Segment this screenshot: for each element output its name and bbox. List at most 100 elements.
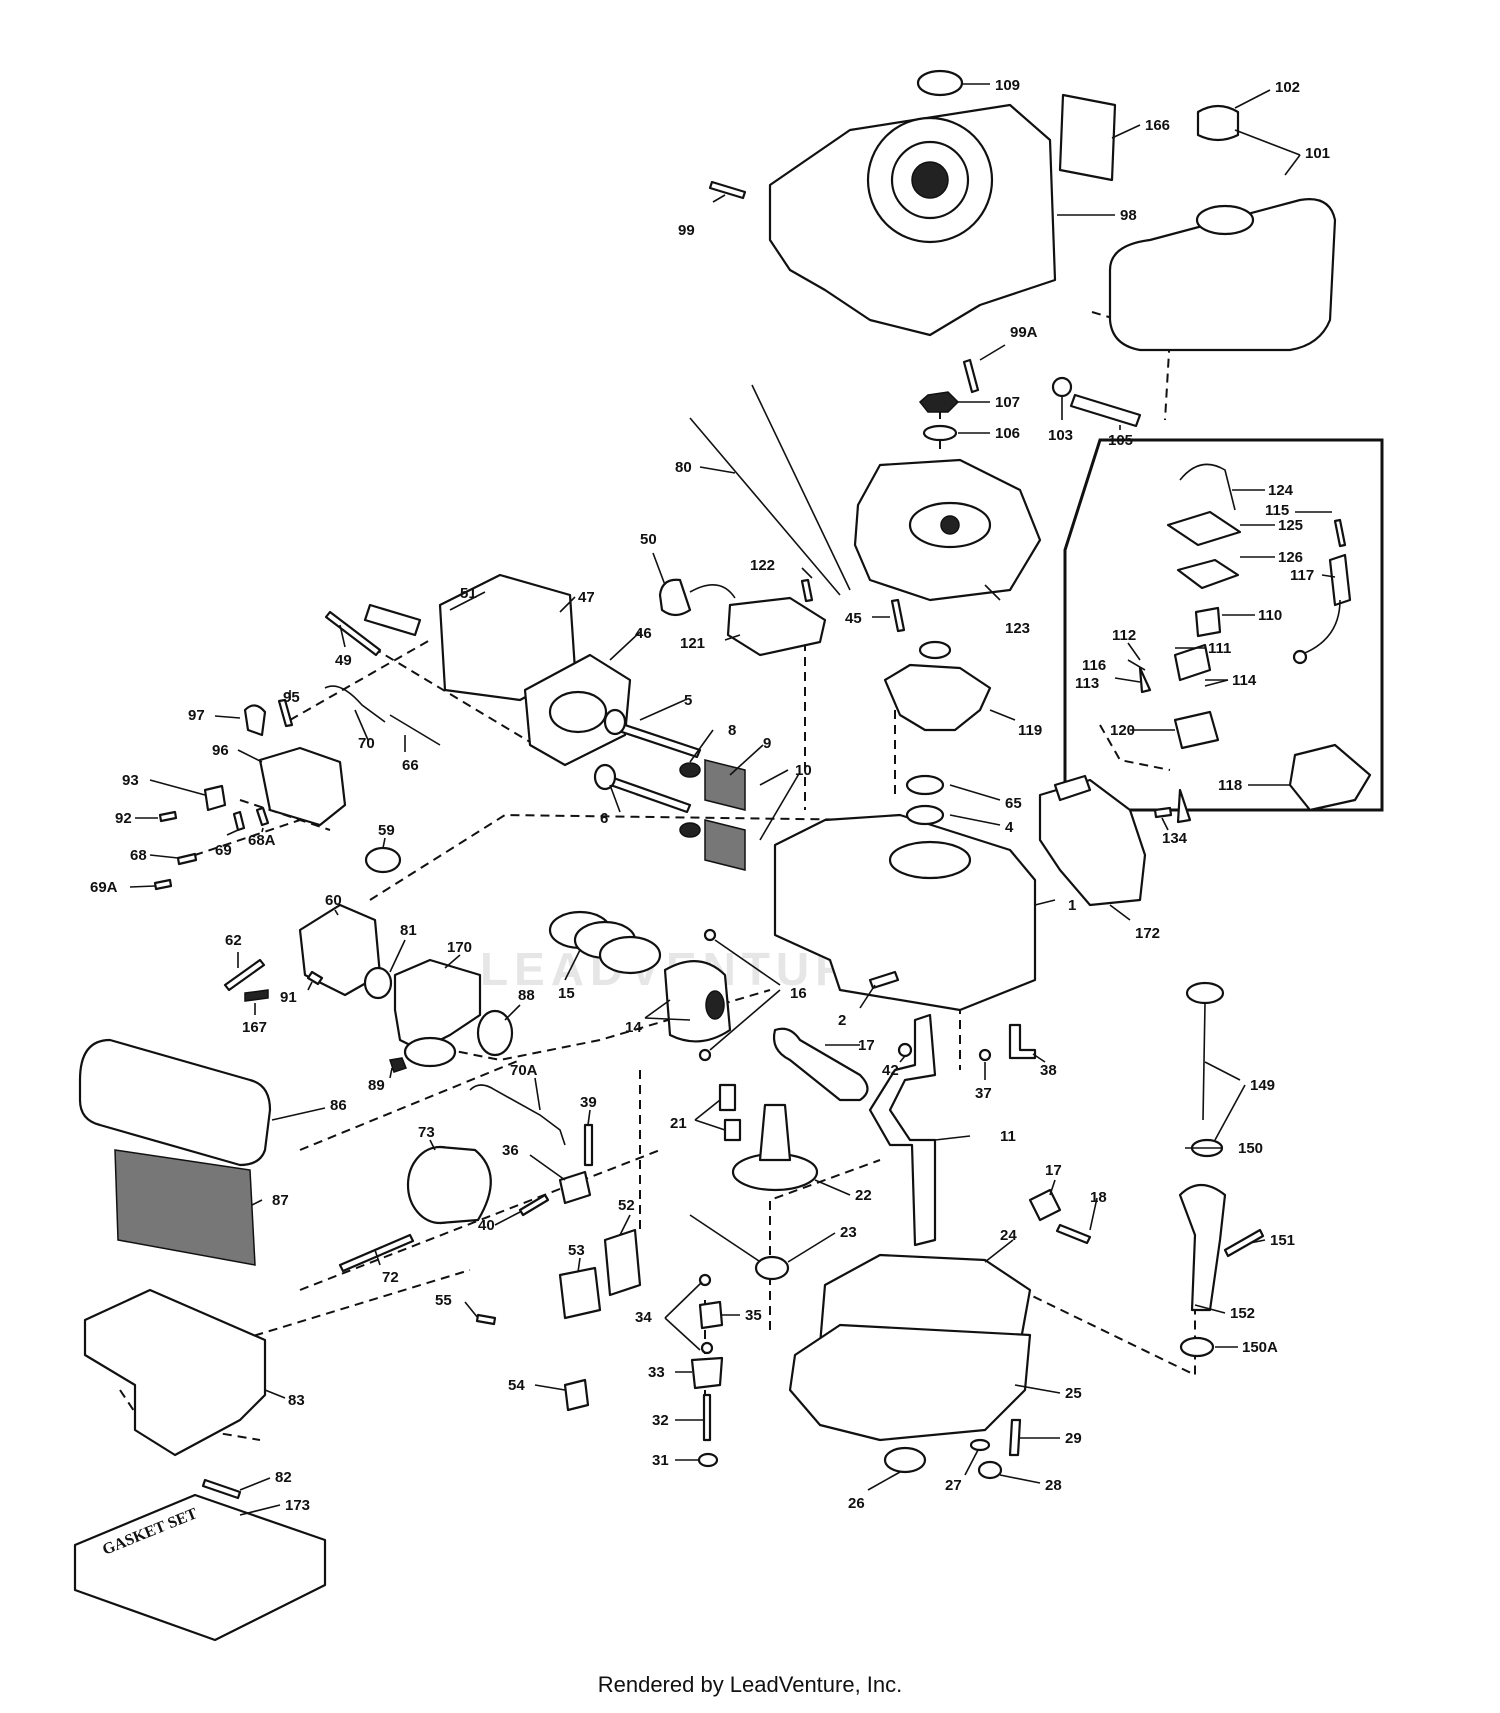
callout: 73 (418, 1124, 435, 1141)
callout: 113 (1075, 675, 1099, 692)
callout: 95 (283, 689, 300, 706)
callout: 96 (212, 742, 229, 759)
callout: 55 (435, 1292, 452, 1309)
callout: 62 (225, 932, 242, 949)
callout: 134 (1162, 830, 1188, 847)
callout: 14 (625, 1019, 642, 1036)
callout: 125 (1278, 517, 1303, 534)
callout: 21 (670, 1115, 687, 1132)
callout: 38 (1040, 1062, 1057, 1079)
callout: 86 (330, 1097, 347, 1114)
callout: 9 (763, 735, 771, 752)
callout: 47 (578, 589, 595, 606)
callout: 24 (1000, 1227, 1017, 1244)
callout: 4 (1005, 819, 1014, 836)
callout: 87 (272, 1192, 289, 1209)
callout: 49 (335, 652, 352, 669)
callout: 166 (1145, 117, 1170, 134)
callout: 126 (1278, 549, 1303, 566)
callout: 22 (855, 1187, 872, 1204)
callout: 151 (1270, 1232, 1295, 1249)
callout: 81 (400, 922, 417, 939)
callout: 51 (460, 585, 477, 602)
callout: 25 (1065, 1385, 1082, 1402)
callout: 91 (280, 989, 297, 1006)
callout: 11 (1000, 1128, 1016, 1145)
callout: 117 (1290, 567, 1314, 584)
callout: 42 (882, 1062, 899, 1079)
callout: 40 (478, 1217, 495, 1234)
callout: 123 (1005, 620, 1030, 637)
callout: 69A (90, 879, 118, 896)
callout: 15 (558, 985, 575, 1002)
callout: 105 (1108, 432, 1133, 449)
callout: 150 (1238, 1140, 1263, 1157)
callout: 39 (580, 1094, 597, 1111)
callout: 99A (1010, 324, 1038, 341)
callout: 45 (845, 610, 862, 627)
callout: 66 (402, 757, 419, 774)
callout: 118 (1218, 777, 1242, 794)
callout: 101 (1305, 145, 1330, 162)
parts: GASKET SET (73, 69, 1372, 1642)
callout: 70A (510, 1062, 538, 1079)
callout: 102 (1275, 79, 1300, 96)
callout: 116 (1082, 657, 1106, 674)
callout: 69 (215, 842, 232, 859)
callout: 83 (288, 1392, 305, 1409)
callout: 37 (975, 1085, 992, 1102)
callout: 111 (1208, 640, 1231, 657)
callout: 72 (382, 1269, 399, 1286)
callout: 98 (1120, 207, 1137, 224)
callout: 65 (1005, 795, 1022, 812)
callout: 82 (275, 1469, 292, 1486)
callout: 6 (600, 810, 608, 827)
callout: 31 (652, 1452, 669, 1469)
callout: 121 (680, 635, 705, 652)
callout: 150A (1242, 1339, 1278, 1356)
callout: 8 (728, 722, 736, 739)
callout: 88 (518, 987, 535, 1004)
callout: 97 (188, 707, 205, 724)
callout: 110 (1258, 607, 1282, 624)
callout: 1 (1068, 897, 1076, 914)
callout: 32 (652, 1412, 669, 1429)
callout: 33 (648, 1364, 665, 1381)
callout: 5 (684, 692, 692, 709)
callout: 80 (675, 459, 692, 476)
callout: 23 (840, 1224, 857, 1241)
ignition-detail-box (1063, 438, 1384, 812)
callout: 89 (368, 1077, 385, 1094)
callout: 99 (678, 222, 695, 239)
callout: 50 (640, 531, 657, 548)
callout: 173 (285, 1497, 310, 1514)
callout: 93 (122, 772, 139, 789)
callout: 124 (1268, 482, 1294, 499)
callout: 109 (995, 77, 1020, 94)
callout: 46 (635, 625, 652, 642)
callouts: 109 102 166 101 99 98 99A 107 106 103 10… (90, 77, 1330, 1514)
callout: 17 (858, 1037, 875, 1054)
callout: 52 (618, 1197, 635, 1214)
callout: 53 (568, 1242, 585, 1259)
callout: 68A (248, 832, 276, 849)
callout: 34 (635, 1309, 652, 1326)
callout: 107 (995, 394, 1020, 411)
assembly-lines (119, 311, 1196, 1441)
callout: 68 (130, 847, 147, 864)
callout: 103 (1048, 427, 1073, 444)
callout: 26 (848, 1495, 865, 1512)
callout: 122 (750, 557, 775, 574)
callout: 54 (508, 1377, 525, 1394)
callout: 114 (1232, 672, 1257, 689)
callout: 18 (1090, 1189, 1107, 1206)
callout: 36 (502, 1142, 519, 1159)
callout: 170 (447, 939, 472, 956)
callout: 112 (1112, 627, 1136, 644)
callout: 115 (1265, 502, 1289, 519)
callout: 2 (838, 1012, 846, 1029)
callout: 27 (945, 1477, 962, 1494)
callout: 119 (1018, 722, 1042, 739)
callout: 70 (358, 735, 375, 752)
leader-lines (129, 83, 1336, 1516)
